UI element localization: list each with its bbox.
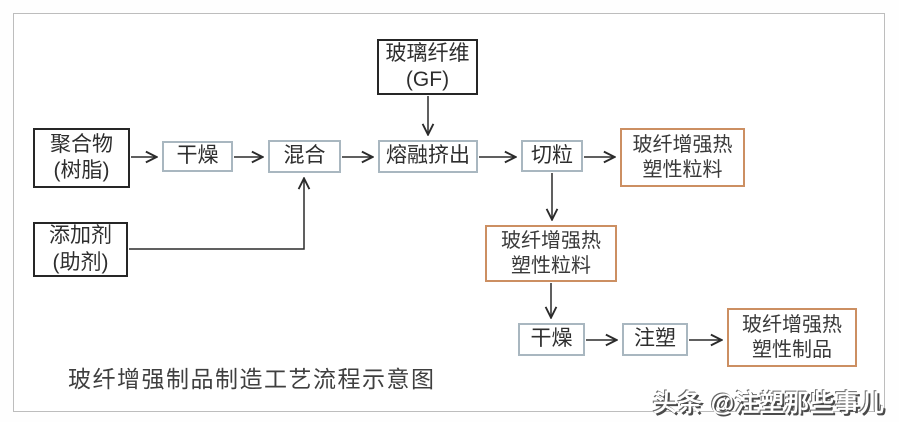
node-melt-extrusion: 熔融挤出 [378,140,478,173]
node-gf-product-line2: 塑性制品 [752,338,832,361]
node-gf-pellets-right-line1: 玻纤增强热 [632,133,733,156]
node-drying-1-label: 干燥 [176,144,219,168]
node-injection-molding-label: 注塑 [634,327,676,351]
node-glass-fiber-line1: 玻璃纤维 [385,41,470,65]
node-drying-2: 干燥 [518,323,585,356]
node-melt-extrusion-label: 熔融挤出 [386,144,470,168]
node-mixing-label: 混合 [283,144,326,168]
node-drying-2-label: 干燥 [530,327,573,351]
diagram-caption: 玻纤增强制品制造工艺流程示意图 [68,366,436,392]
node-drying-1: 干燥 [162,141,233,172]
node-polymer-line2: (树脂) [53,159,110,182]
node-additive-line2: (助剂) [52,250,109,274]
node-gf-product-line1: 玻纤增强热 [742,313,842,336]
node-gf-pellets-mid-line2: 塑性粒料 [511,254,591,277]
node-injection-molding: 注塑 [622,323,688,356]
node-glass-fiber: 玻璃纤维 (GF) [377,39,478,95]
node-gf-pellets-mid-line1: 玻纤增强热 [501,229,601,252]
node-pelletizing-label: 切粒 [531,143,573,167]
node-gf-product: 玻纤增强热 塑性制品 [727,308,857,367]
node-gf-pellets-right: 玻纤增强热 塑性粒料 [620,128,745,187]
node-pelletizing: 切粒 [521,140,583,172]
toutiao-watermark: 头条 @注塑那些事儿 [652,390,885,417]
node-mixing: 混合 [268,140,341,173]
node-additive: 添加剂 (助剂) [33,222,128,277]
node-polymer-line1: 聚合物 [50,132,113,156]
node-glass-fiber-line2: (GF) [405,68,450,91]
node-gf-pellets-mid: 玻纤增强热 塑性粒料 [485,225,617,282]
node-gf-pellets-right-line2: 塑性粒料 [642,158,723,181]
node-polymer: 聚合物 (树脂) [33,128,130,188]
node-additive-line1: 添加剂 [49,224,112,248]
